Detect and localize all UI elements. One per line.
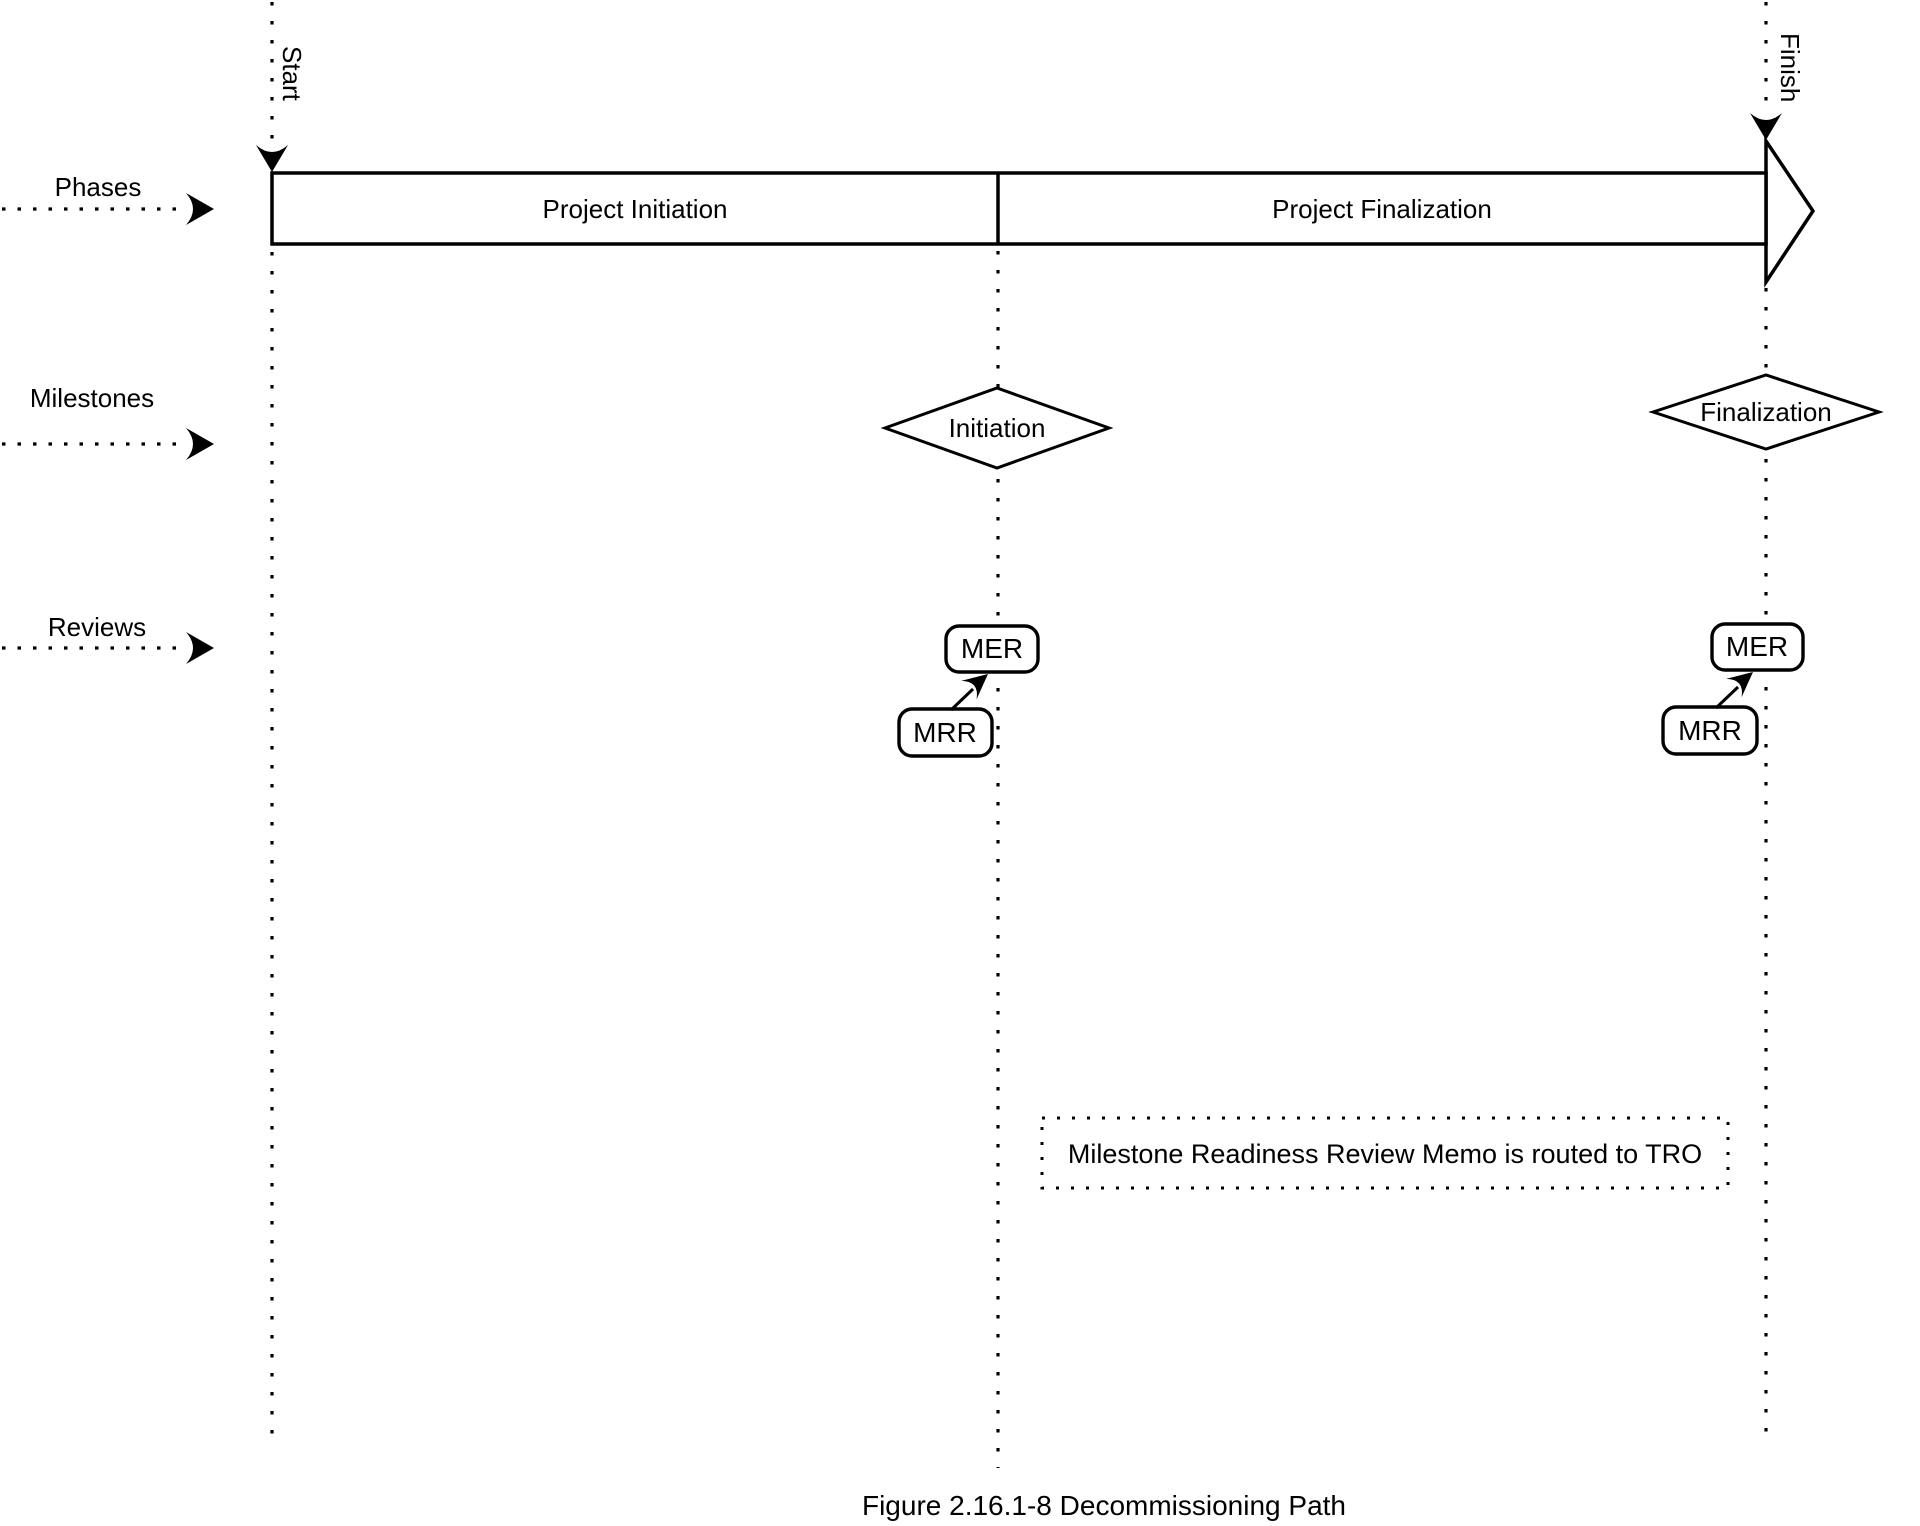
finish-arrowhead-icon (1750, 113, 1782, 140)
note-box-border (1040, 1116, 1730, 1190)
milestone-diamond (1648, 373, 1884, 451)
phase-bar-body (270, 171, 1768, 246)
milestone-finalization: Finalization (1648, 373, 1884, 451)
phases-arrowhead-icon (186, 193, 214, 225)
reviews-lane-label: Reviews (48, 612, 146, 642)
milestone-diamond (880, 386, 1114, 470)
start-arrowhead-icon (256, 145, 288, 172)
mer-box (944, 624, 1040, 674)
milestone-label: Initiation (949, 413, 1046, 443)
mrr-box (1661, 705, 1759, 756)
finish-timeline (1750, 2, 1782, 1440)
phase-segment-label: Project Finalization (1272, 194, 1492, 224)
mer-box (1710, 622, 1805, 672)
mrr-box-label: MRR (1678, 715, 1742, 746)
finish-label: Finish (1775, 33, 1805, 102)
reviews-lane-arrow (2, 632, 214, 664)
phase-bar: Project Initiation Project Finalization (270, 135, 1816, 288)
note-box: Milestone Readiness Review Memo is route… (1040, 1116, 1730, 1190)
reviews-initiation-group: MER MRR (897, 624, 1040, 758)
milestones-arrowhead-icon (186, 428, 214, 460)
milestones-lane-arrow (2, 428, 214, 460)
figure-caption: Figure 2.16.1-8 Decommissioning Path (862, 1490, 1346, 1521)
phases-lane-label: Phases (55, 172, 142, 202)
milestones-lane-label: Milestones (30, 383, 154, 413)
phase-bar-arrowhead (1764, 135, 1816, 288)
reviews-finalization-group: MER MRR (1661, 622, 1805, 756)
phases-lane-arrow (2, 193, 214, 225)
milestone-initiation: Initiation (880, 386, 1114, 470)
mrr-box (897, 707, 994, 758)
mrr-to-mer-connector (949, 687, 975, 712)
mer-box-label: MER (1726, 631, 1788, 662)
reviews-arrowhead-icon (186, 632, 214, 664)
mrr-to-mer-connector (1714, 685, 1740, 710)
mrr-to-mer-arrowhead-icon (961, 674, 988, 700)
start-label: Start (277, 46, 307, 102)
phase-segment-label: Project Initiation (543, 194, 728, 224)
mrr-box-label: MRR (913, 717, 977, 748)
mer-box-label: MER (961, 633, 1023, 664)
mrr-to-mer-arrowhead-icon (1726, 672, 1753, 698)
note-text: Milestone Readiness Review Memo is route… (1068, 1139, 1702, 1169)
start-timeline (256, 2, 288, 1437)
milestone-label: Finalization (1700, 397, 1832, 427)
